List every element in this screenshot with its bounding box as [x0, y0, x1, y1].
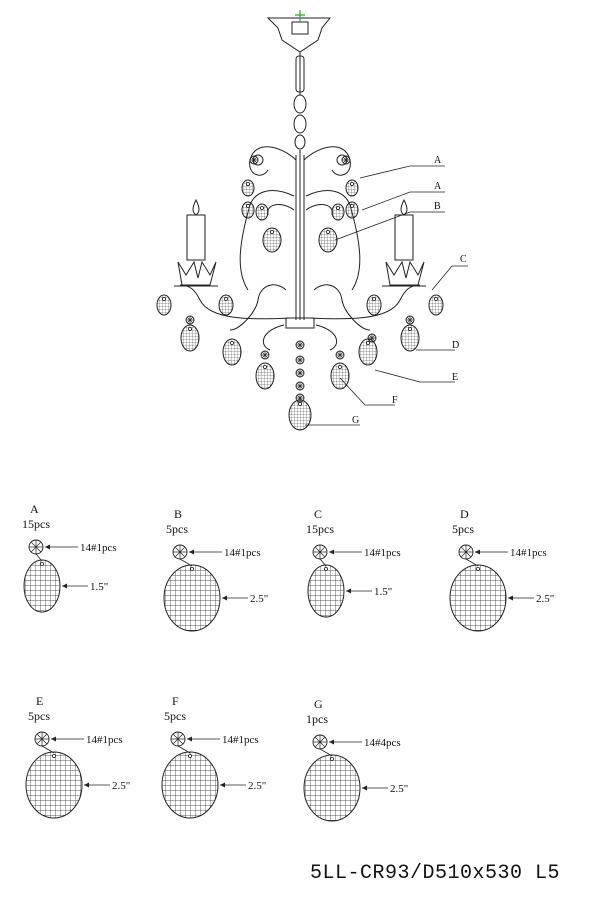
chandelier-crystal-14	[222, 338, 242, 366]
part-crystal-drop	[25, 751, 83, 819]
chandelier-crystal-19	[288, 399, 312, 431]
part-letter: D	[460, 507, 469, 521]
part-quantity: 5pcs	[28, 709, 50, 723]
chandelier-crystals	[156, 155, 444, 431]
part-size: 2.5"	[248, 780, 266, 792]
part-crystal-drop	[303, 754, 361, 822]
chandelier-crystal-3	[241, 201, 255, 219]
part-letter: B	[174, 507, 182, 521]
part-quantity: 5pcs	[166, 522, 188, 536]
part-bead-count: 14#1pcs	[510, 547, 547, 559]
model-code: 5LL-CR93/D510x530 L5	[310, 862, 561, 885]
part-crystal-drop	[23, 559, 61, 613]
part-size: 2.5"	[536, 593, 554, 605]
chandelier-bead-1	[295, 340, 305, 350]
chandelier-crystal-2	[345, 179, 359, 197]
callout-g: G	[352, 415, 359, 426]
part-bead-icon	[312, 544, 328, 560]
callout-leaders	[305, 165, 468, 426]
chandelier-crystal-5	[262, 227, 282, 253]
candle-right	[382, 198, 426, 287]
top-bead-2	[249, 155, 259, 165]
part-crystal-drop	[307, 564, 345, 618]
chandelier-bead-8	[185, 315, 195, 325]
part-letter: E	[36, 694, 43, 708]
part-bead-count: 14#1pcs	[86, 734, 123, 746]
callout-a-2: A	[434, 181, 442, 192]
part-bead-count: 14#1pcs	[80, 542, 117, 554]
part-bead-icon	[172, 544, 188, 560]
part-bead-count: 14#1pcs	[364, 547, 401, 559]
chandelier-crystal-13	[180, 324, 200, 352]
part-bead-icon	[34, 731, 50, 747]
part-quantity: 5pcs	[164, 709, 186, 723]
chandelier-crystal-15	[358, 338, 378, 366]
part-letter: C	[314, 507, 322, 521]
chandelier-drawing	[174, 10, 426, 351]
callout-b: B	[434, 201, 441, 212]
part-quantity: 5pcs	[452, 522, 474, 536]
chandelier-crystal-1	[241, 179, 255, 197]
part-crystal-drop	[163, 564, 221, 632]
part-size: 2.5"	[112, 780, 130, 792]
part-bead-count: 14#4pcs	[364, 737, 401, 749]
top-bead-1	[341, 155, 351, 165]
chandelier-bead-5	[295, 393, 305, 403]
part-size: 1.5"	[90, 581, 108, 593]
part-letter: A	[30, 502, 39, 516]
part-bead-icon	[28, 539, 44, 555]
candle-arms	[179, 284, 421, 351]
chandelier-crystal-11	[366, 294, 382, 316]
parts-legend: A15pcs14#1pcs1.5"B5pcs14#1pcs2.5"C15pcs1…	[22, 502, 554, 822]
part-bead-icon	[170, 731, 186, 747]
chandelier-bead-7	[335, 350, 345, 360]
part-letter: G	[314, 697, 323, 711]
part-bead-count: 14#1pcs	[224, 547, 261, 559]
chandelier-crystal-6	[318, 227, 338, 253]
chandelier-crystal-12	[428, 294, 444, 316]
part-quantity: 15pcs	[22, 517, 50, 531]
part-size: 2.5"	[390, 783, 408, 795]
chandelier-bead-3	[295, 368, 305, 378]
ceiling-canopy	[266, 10, 332, 53]
callout-f: F	[392, 395, 398, 406]
part-quantity: 1pcs	[306, 712, 328, 726]
part-letter: F	[172, 694, 179, 708]
candle-left	[174, 198, 218, 287]
part-quantity: 15pcs	[306, 522, 334, 536]
chandelier-crystal-9	[156, 294, 172, 316]
part-bead-icon	[312, 734, 328, 750]
part-crystal-drop	[161, 751, 219, 819]
chandelier-crystal-10	[218, 294, 234, 316]
chandelier-bead-6	[260, 350, 270, 360]
part-size: 1.5"	[374, 586, 392, 598]
chandelier-crystal-4	[345, 201, 359, 219]
callout-d: D	[452, 340, 459, 351]
chandelier-crystal-16	[400, 324, 420, 352]
chandelier-bead-4	[295, 381, 305, 391]
callout-e: E	[452, 372, 458, 383]
chandelier-crystal-7	[255, 203, 269, 221]
chandelier-bead-10	[367, 333, 377, 343]
chandelier-bead-2	[295, 355, 305, 365]
chandelier-bead-9	[405, 315, 415, 325]
chandelier-crystal-17	[255, 362, 275, 390]
hanging-chain	[293, 52, 307, 320]
part-bead-icon	[458, 544, 474, 560]
callout-c: C	[460, 254, 467, 265]
part-crystal-drop	[449, 564, 507, 632]
part-size: 2.5"	[250, 593, 268, 605]
callout-a-1: A	[434, 155, 442, 166]
part-bead-count: 14#1pcs	[222, 734, 259, 746]
chandelier-crystal-8	[331, 203, 345, 221]
callout-labels: A A B C D E F G	[352, 155, 467, 426]
